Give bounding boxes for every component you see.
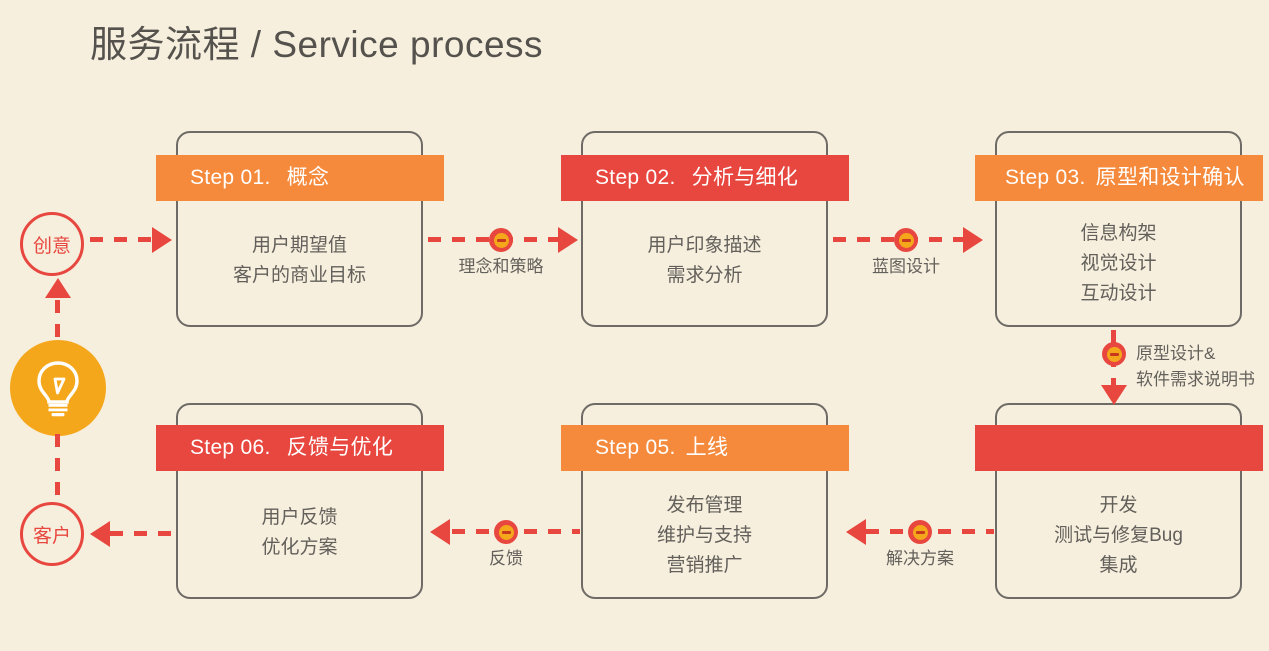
- conn-step3-step4-arrow: [1101, 385, 1127, 405]
- step-02-header: Step 02. 分析与细化: [561, 155, 849, 201]
- node-idea-label: 创意: [32, 235, 71, 257]
- step-05-header: Step 05. 上线: [561, 425, 849, 471]
- conn-step4-step5-label: 解决方案: [886, 549, 954, 568]
- node-inner-dot: [1106, 346, 1122, 362]
- step-06-name: 反馈与优化: [286, 436, 394, 459]
- conn-idea-step1-line: [90, 237, 152, 242]
- step-03-number: Step 03.: [1005, 166, 1086, 189]
- conn-step5-step6-node: [494, 520, 518, 544]
- step-05-number: Step 05.: [595, 436, 676, 459]
- conn-bulb-idea-line: [55, 300, 60, 346]
- node-client-label: 客户: [32, 525, 71, 547]
- conn-step2-step3-label: 蓝图设计: [872, 257, 940, 276]
- node-idea: 创意: [20, 212, 84, 276]
- conn-step6-client-arrow: [90, 521, 110, 547]
- conn-client-bulb-line: [55, 434, 60, 504]
- step-03-name: 原型和设计确认: [1095, 166, 1245, 189]
- step-03-body: 信息构架 视觉设计 互动设计: [1080, 223, 1157, 304]
- conn-step5-step6-arrow: [430, 519, 450, 545]
- step-05-body: 发布管理 维护与支持 营销推广: [656, 495, 752, 576]
- conn-idea-step1-arrow: [152, 227, 172, 253]
- step-04-body: 开发 测试与修复Bug 集成: [1054, 495, 1183, 576]
- conn-step1-step2-label: 理念和策略: [458, 257, 544, 276]
- step-06-number: Step 06.: [190, 436, 271, 459]
- lightbulb-badge: [10, 340, 106, 436]
- conn-step1-step2-node: [489, 228, 513, 252]
- conn-step1-step2-arrow: [558, 227, 578, 253]
- node-inner-dot: [898, 232, 914, 248]
- step-01-body: 用户期望值 客户的商业目标: [232, 235, 366, 286]
- step-06-header: Step 06. 反馈与优化: [156, 425, 444, 471]
- conn-step6-client-line: [110, 531, 172, 536]
- page-title: 服务流程 / Service process: [90, 24, 544, 65]
- conn-step2-step3-arrow: [963, 227, 983, 253]
- step-01-number: Step 01.: [190, 166, 271, 189]
- step-05-name: 上线: [685, 436, 729, 459]
- conn-bulb-idea-arrow: [45, 278, 71, 298]
- step-01-name: 概念: [286, 166, 330, 189]
- step-02-number: Step 02.: [595, 166, 676, 189]
- lightbulb-icon: [37, 361, 79, 417]
- step-02-body: 用户印象描述 需求分析: [647, 235, 762, 286]
- conn-step4-step5-arrow: [846, 519, 866, 545]
- node-inner-dot: [912, 524, 928, 540]
- conn-step5-step6-label: 反馈: [489, 549, 523, 568]
- conn-step3-step4-label: 原型设计& 软件需求说明书: [1136, 341, 1255, 393]
- conn-step3-step4-label-line2: 软件需求说明书: [1136, 370, 1255, 389]
- conn-step3-step4-label-line1: 原型设计&: [1136, 344, 1216, 363]
- step-04-header: [975, 425, 1263, 471]
- conn-step3-step4-node: [1102, 342, 1126, 366]
- node-inner-dot: [493, 232, 509, 248]
- conn-step4-step5-node: [908, 520, 932, 544]
- step-02-name: 分析与细化: [691, 166, 799, 189]
- step-03-header: Step 03. 原型和设计确认: [975, 155, 1263, 201]
- node-client: 客户: [20, 502, 84, 566]
- step-06-body: 用户反馈 优化方案: [261, 507, 338, 558]
- node-inner-dot: [498, 524, 514, 540]
- conn-step2-step3-node: [894, 228, 918, 252]
- step-01-header: Step 01. 概念: [156, 155, 444, 201]
